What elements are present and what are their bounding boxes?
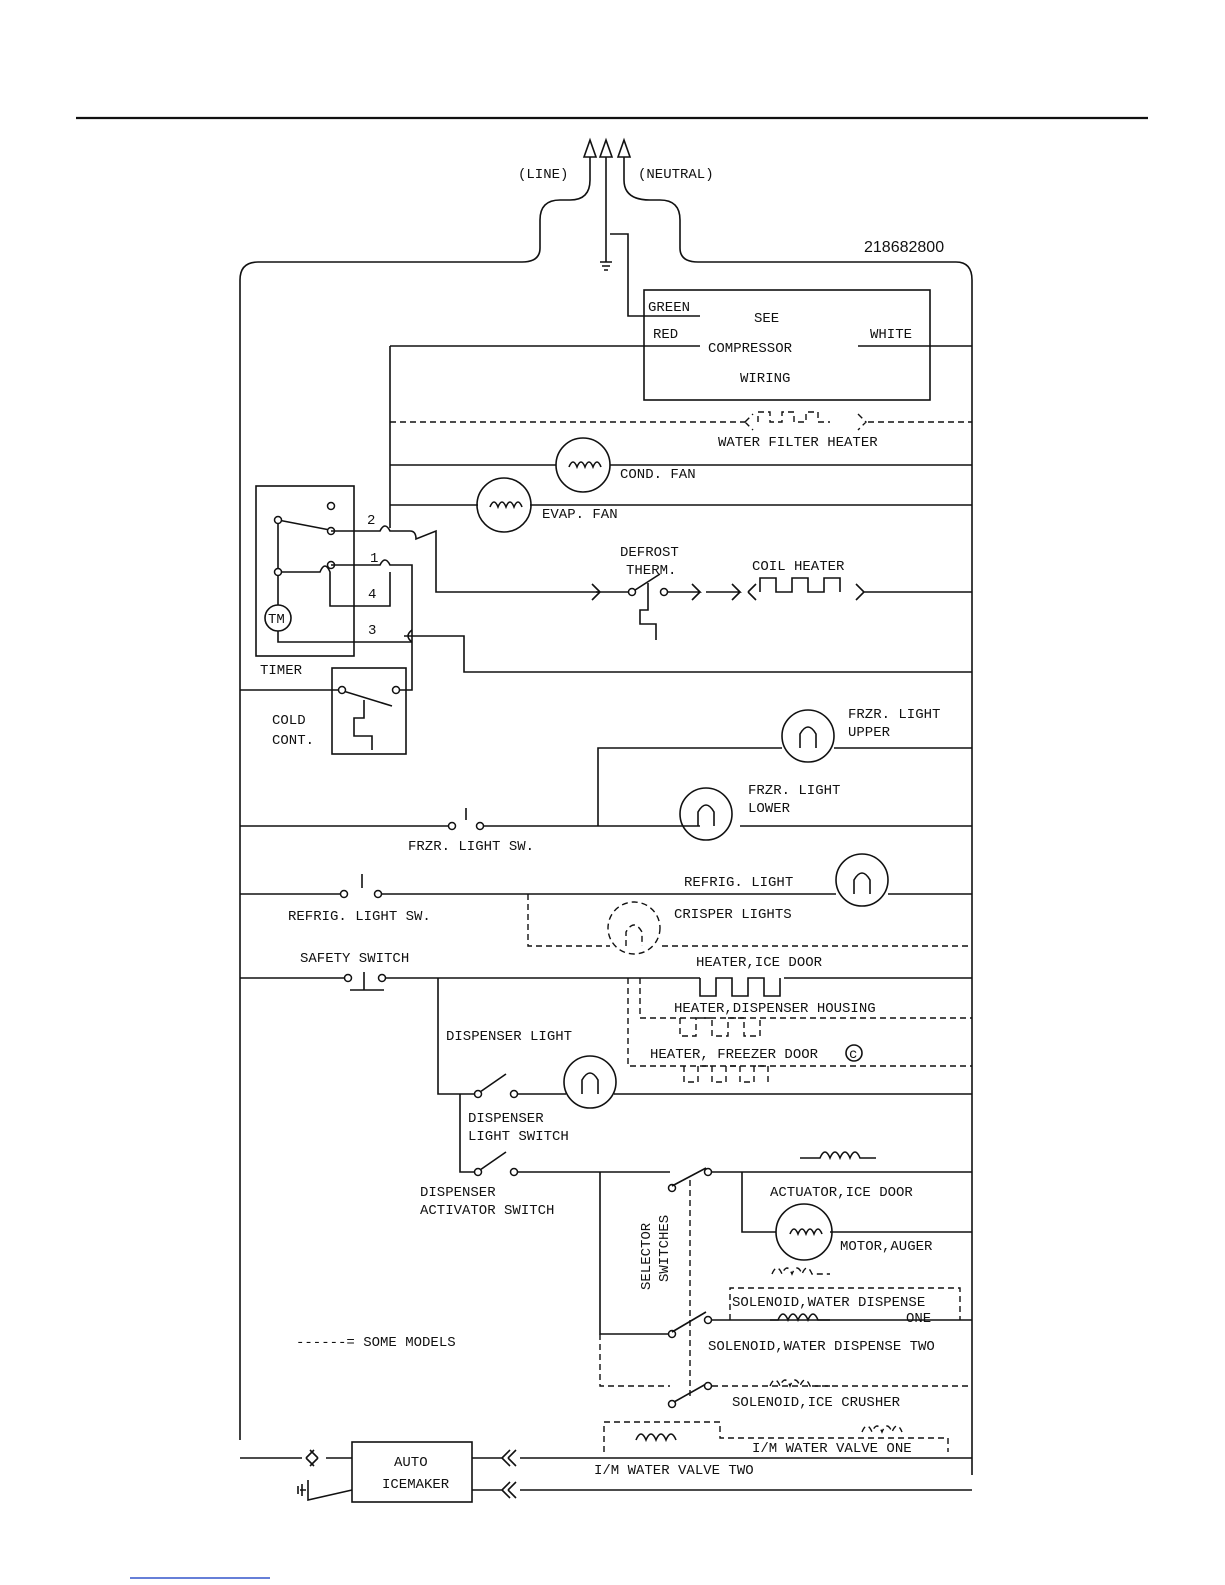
compressor-label: COMPRESSOR: [708, 341, 793, 357]
svg-text:HEATER,ICE DOOR: HEATER,ICE DOOR: [696, 955, 823, 971]
supply-arrows: [239, 137, 973, 1475]
svg-text:FRZR. LIGHT: FRZR. LIGHT: [848, 707, 940, 723]
heater-freezer-door: [683, 1065, 769, 1083]
green-label: GREEN: [648, 300, 690, 316]
selector-switch-1: [667, 1183, 677, 1193]
see-label: SEE: [754, 311, 779, 327]
svg-text:DISPENSER LIGHT: DISPENSER LIGHT: [446, 1029, 572, 1045]
svg-text:4: 4: [368, 587, 376, 603]
frzr-light-switch: [447, 821, 457, 831]
frzr-light-upper: [781, 709, 835, 763]
coil-heater: [706, 577, 972, 601]
svg-text:HEATER, FREEZER DOOR: HEATER, FREEZER DOOR: [650, 1047, 819, 1063]
dispenser-light-switch: [473, 1089, 483, 1099]
solenoid-ice-crusher: [769, 1379, 830, 1388]
evap-fan-motor: [476, 477, 532, 533]
heater-dispenser-housing: [679, 1017, 761, 1037]
cold-control-box: [331, 667, 407, 755]
line-label: (LINE): [518, 167, 568, 183]
svg-text:LIGHT SWITCH: LIGHT SWITCH: [468, 1129, 569, 1145]
heater-ice-door: [699, 977, 781, 997]
svg-text:DEFROST: DEFROST: [620, 545, 679, 561]
svg-text:CONT.: CONT.: [272, 733, 314, 749]
svg-text:FRZR. LIGHT: FRZR. LIGHT: [748, 783, 840, 799]
coil-heater-label: COIL HEATER: [752, 559, 845, 575]
svg-text:DISPENSER: DISPENSER: [420, 1185, 496, 1201]
svg-text:ICEMAKER: ICEMAKER: [382, 1477, 450, 1493]
dispenser-light: [563, 1055, 617, 1109]
part-number: 218682800: [864, 239, 944, 256]
selector-switch-3: [667, 1399, 677, 1409]
evap-fan-label: EVAP. FAN: [542, 507, 618, 523]
solenoid-water-dispense-one: [771, 1267, 830, 1276]
timer-label: TIMER: [260, 663, 303, 679]
svg-text:SOLENOID,WATER DISPENSE TWO: SOLENOID,WATER DISPENSE TWO: [708, 1339, 935, 1355]
svg-text:REFRIG. LIGHT SW.: REFRIG. LIGHT SW.: [288, 909, 431, 925]
svg-text:SOLENOID,ICE CRUSHER: SOLENOID,ICE CRUSHER: [732, 1395, 901, 1411]
refrig-light: [835, 853, 889, 907]
wiring-label: WIRING: [740, 371, 790, 387]
svg-text:I/M WATER VALVE ONE: I/M WATER VALVE ONE: [752, 1441, 912, 1457]
svg-text:UPPER: UPPER: [848, 725, 891, 741]
svg-text:ACTIVATOR SWITCH: ACTIVATOR SWITCH: [420, 1203, 554, 1219]
svg-text:AUTO: AUTO: [394, 1455, 428, 1471]
svg-text:ACTUATOR,ICE DOOR: ACTUATOR,ICE DOOR: [770, 1185, 913, 1201]
svg-text:SWITCHES: SWITCHES: [657, 1215, 673, 1282]
safety-switch: [343, 973, 353, 983]
svg-text:FRZR. LIGHT SW.: FRZR. LIGHT SW.: [408, 839, 534, 855]
svg-text:DISPENSER: DISPENSER: [468, 1111, 544, 1127]
solenoid-water-dispense-two: [770, 1313, 830, 1323]
actuator-ice-door: [800, 1151, 876, 1161]
svg-text:SOLENOID,WATER DISPENSE: SOLENOID,WATER DISPENSE: [732, 1295, 925, 1311]
neutral-label: (NEUTRAL): [638, 167, 714, 183]
svg-text:2: 2: [367, 513, 375, 529]
svg-text:ONE: ONE: [906, 1311, 931, 1327]
water-filter-heater-label: WATER FILTER HEATER: [718, 435, 878, 451]
svg-text:3: 3: [368, 623, 376, 639]
svg-text:THERM.: THERM.: [626, 563, 676, 579]
cond-fan-label: COND. FAN: [620, 467, 696, 483]
svg-text:MOTOR,AUGER: MOTOR,AUGER: [840, 1239, 933, 1255]
legend-some-models: ------= SOME MODELS: [296, 1335, 456, 1351]
red-label: RED: [653, 327, 678, 343]
dispenser-activator-switch: [473, 1167, 483, 1177]
compressor-box: [643, 289, 931, 401]
svg-text:HEATER,DISPENSER HOUSING: HEATER,DISPENSER HOUSING: [674, 1001, 876, 1017]
selector-switch-2: [667, 1329, 677, 1339]
svg-text:c: c: [849, 1047, 857, 1063]
svg-text:CRISPER LIGHTS: CRISPER LIGHTS: [674, 907, 792, 923]
auto-icemaker-box: [351, 1441, 473, 1503]
cond-fan-motor: [555, 437, 611, 493]
svg-text:SELECTOR: SELECTOR: [639, 1222, 655, 1290]
svg-text:1: 1: [370, 551, 378, 567]
motor-auger: [775, 1203, 833, 1261]
svg-text:TM: TM: [268, 612, 285, 628]
svg-text:REFRIG. LIGHT: REFRIG. LIGHT: [684, 875, 793, 891]
white-label: WHITE: [870, 327, 912, 343]
crisper-lights: [607, 901, 661, 955]
svg-text:I/M WATER VALVE TWO: I/M WATER VALVE TWO: [594, 1463, 754, 1479]
im-water-valve-two: [635, 1433, 677, 1443]
refrig-light-switch: [339, 889, 349, 899]
im-water-valve-one: [861, 1425, 903, 1434]
water-filter-heater: [744, 411, 867, 431]
svg-text:SAFETY SWITCH: SAFETY SWITCH: [300, 951, 409, 967]
svg-text:LOWER: LOWER: [748, 801, 791, 817]
frzr-light-lower: [679, 787, 733, 841]
timer-box: [255, 485, 355, 657]
svg-text:COLD: COLD: [272, 713, 306, 729]
